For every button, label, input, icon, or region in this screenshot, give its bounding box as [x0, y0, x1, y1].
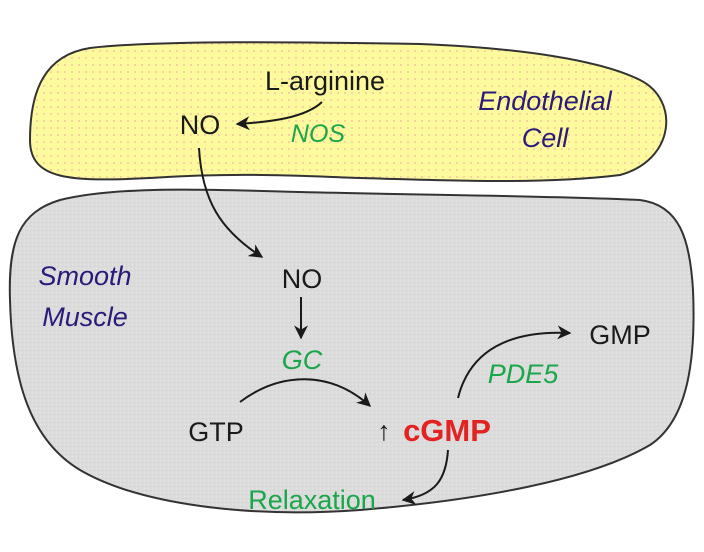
no-smooth-muscle-label: NO — [282, 264, 323, 294]
endothelial-cell-label-line1: Endothelial — [478, 86, 613, 116]
smooth-muscle-cell — [8, 188, 695, 514]
arrow-gtp-to-cgmp — [239, 378, 372, 407]
gc-enzyme-label: GC — [282, 345, 323, 375]
up-arrow-icon: ↑ — [377, 416, 391, 446]
endothelial-cell-label-line2: Cell — [522, 123, 570, 153]
pde5-enzyme-label: PDE5 — [488, 359, 560, 389]
arrow-l-arginine-to-no — [235, 101, 323, 131]
arrow-cgmp-to-gmp — [457, 325, 572, 399]
gmp-label: GMP — [589, 320, 651, 350]
no-endothelial-label: NO — [180, 110, 221, 140]
relaxation-label: Relaxation — [248, 485, 376, 515]
smooth-muscle-label-line1: Smooth — [38, 261, 131, 291]
nos-enzyme-label: NOS — [291, 120, 346, 148]
arrow-no-to-smooth-muscle — [198, 147, 264, 258]
gtp-label: GTP — [188, 417, 244, 447]
l-arginine-label: L-arginine — [265, 66, 385, 96]
endothelial-cell — [28, 41, 668, 183]
cgmp-label: cGMP — [403, 413, 491, 448]
arrow-cgmp-to-relaxation — [401, 449, 449, 505]
smooth-muscle-label-line2: Muscle — [42, 302, 128, 332]
